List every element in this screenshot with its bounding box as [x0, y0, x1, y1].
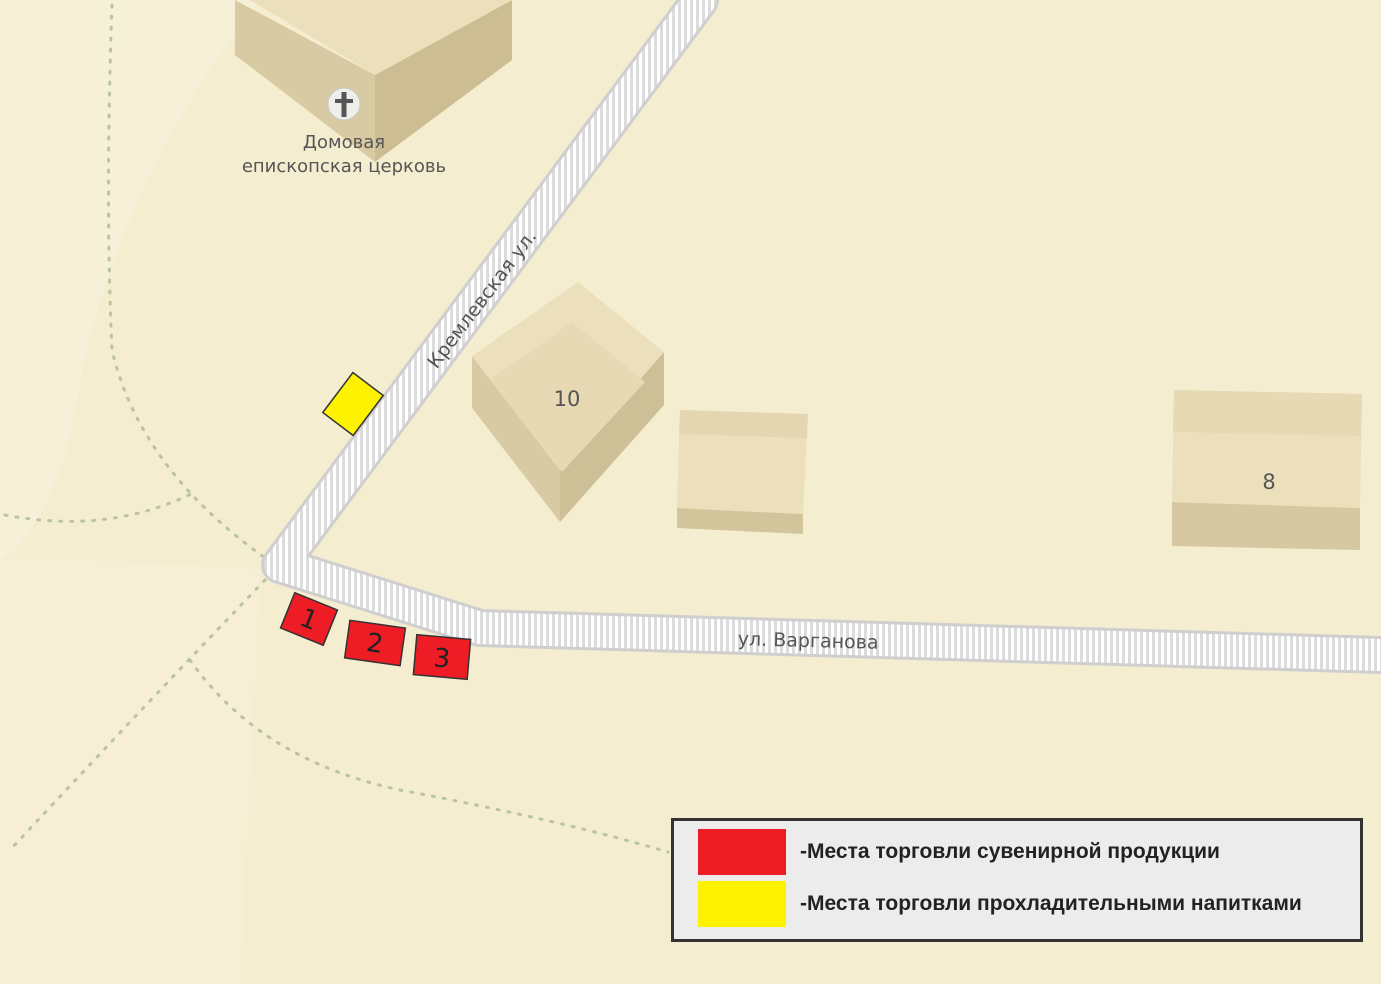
souvenir-stall-2-number: 2 [365, 628, 386, 660]
building-small-side [677, 508, 803, 534]
legend-item-souvenir: -Места торговли сувенирной продукции [698, 829, 1220, 875]
souvenir-stall-3-number: 3 [432, 643, 451, 674]
legend-label-drinks: -Места торговли прохладительными напитка… [800, 892, 1302, 915]
legend-swatch-red [698, 829, 786, 875]
footpath-north [107, 3, 270, 562]
legend-swatch-yellow [698, 881, 786, 927]
church-label-line1: Домовая [303, 132, 385, 153]
building-small-roof-edge [679, 410, 808, 438]
building-10-roof-inner [490, 322, 645, 472]
church-label-line2: епископская церковь [242, 156, 446, 177]
road-surface [264, 0, 1381, 671]
footpath-west [3, 490, 197, 523]
building-10-side-right [560, 352, 664, 522]
souvenir-stall-2[interactable]: 2 [343, 619, 407, 667]
souvenir-stall-1[interactable]: 1 [279, 591, 339, 647]
roads [261, 0, 1381, 674]
drinks-stall-marker[interactable] [321, 371, 385, 437]
footpath-southeast [188, 658, 670, 854]
building-8-roof-edge [1173, 390, 1362, 436]
building-10-side-left [472, 356, 560, 522]
cross-icon[interactable] [327, 87, 361, 121]
building-10 [472, 282, 664, 522]
church-side-left [235, 0, 375, 162]
building-8 [1172, 390, 1362, 550]
building-8-side [1172, 502, 1360, 550]
building-number-8: 8 [1262, 470, 1275, 494]
church-roof [235, 0, 512, 75]
footpaths [3, 3, 670, 854]
souvenir-stall-3[interactable]: 3 [412, 633, 472, 681]
park-area [0, 0, 260, 560]
building-small [677, 410, 808, 534]
park-area-south [0, 560, 260, 984]
map-legend: -Места торговли сувенирной продукции -Ме… [671, 818, 1363, 942]
legend-item-drinks: -Места торговли прохладительными напитка… [698, 881, 1302, 927]
church-building [235, 0, 512, 162]
footpath-southwest [8, 578, 267, 852]
building-number-10: 10 [554, 387, 581, 411]
street-label-varganova: ул. Варганова [738, 628, 879, 654]
legend-label-souvenir: -Места торговли сувенирной продукции [800, 840, 1220, 863]
church-side-right [375, 0, 512, 162]
